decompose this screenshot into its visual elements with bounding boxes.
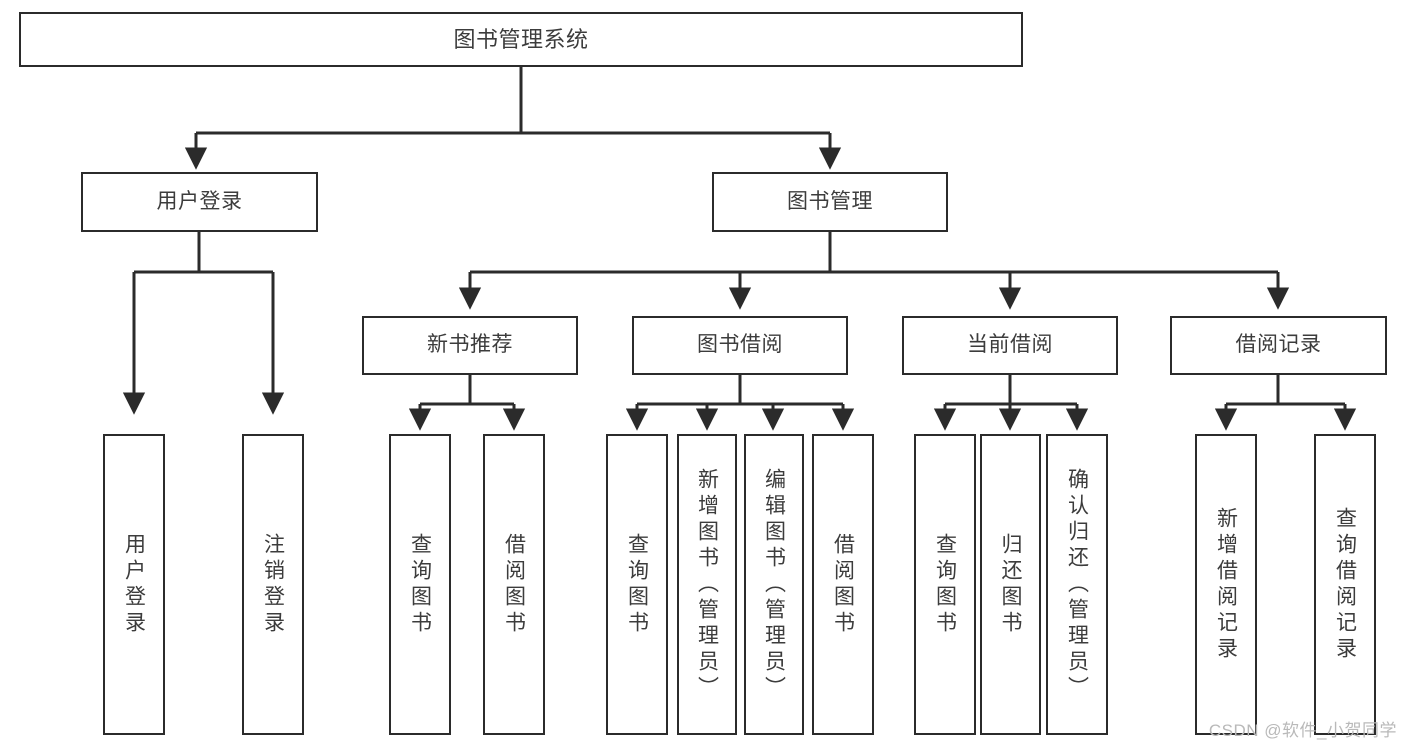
leaf-query-book-2-label: 查询图书 [625, 532, 649, 637]
leaf-query-record-label: 查询借阅记录 [1333, 506, 1357, 663]
leaf-borrow-book-1[interactable]: 借阅图书 [483, 434, 545, 735]
leaf-return-book-label: 归还图书 [999, 532, 1022, 637]
leaf-query-book-3-label: 查询图书 [933, 532, 957, 637]
leaf-query-book-1[interactable]: 查询图书 [389, 434, 451, 735]
node-new-book-recommend[interactable]: 新书推荐 [362, 316, 578, 375]
leaf-borrow-book-2-label: 借阅图书 [831, 532, 855, 637]
leaf-user-login[interactable]: 用户登录 [103, 434, 165, 735]
leaf-borrow-book-2[interactable]: 借阅图书 [812, 434, 874, 735]
leaf-query-book-2[interactable]: 查询图书 [606, 434, 668, 735]
node-root[interactable]: 图书管理系统 [19, 12, 1023, 67]
node-new-book-recommend-label: 新书推荐 [427, 333, 513, 357]
leaf-borrow-book-1-label: 借阅图书 [502, 532, 526, 637]
node-borrow-record[interactable]: 借阅记录 [1170, 316, 1387, 375]
leaf-user-login-label: 用户登录 [122, 532, 146, 637]
node-borrow-record-label: 借阅记录 [1235, 333, 1322, 357]
leaf-query-book-1-label: 查询图书 [408, 532, 432, 637]
node-user-login[interactable]: 用户登录 [81, 172, 318, 232]
leaf-confirm-return-label: 确认归还（管理员） [1065, 467, 1089, 702]
watermark: CSDN @软件_小贺同学 [1208, 721, 1397, 740]
node-current-borrow-label: 当前借阅 [967, 333, 1053, 357]
leaf-query-record[interactable]: 查询借阅记录 [1314, 434, 1376, 735]
node-book-management[interactable]: 图书管理 [712, 172, 948, 232]
leaf-user-logout[interactable]: 注销登录 [242, 434, 304, 735]
leaf-add-record[interactable]: 新增借阅记录 [1195, 434, 1257, 735]
leaf-edit-book-label: 编辑图书（管理员） [762, 467, 786, 702]
node-user-login-label: 用户登录 [156, 189, 243, 213]
node-root-label: 图书管理系统 [453, 26, 589, 52]
leaf-add-book[interactable]: 新增图书（管理员） [677, 434, 737, 735]
leaf-user-logout-label: 注销登录 [261, 532, 285, 637]
leaf-query-book-3[interactable]: 查询图书 [914, 434, 976, 735]
node-current-borrow[interactable]: 当前借阅 [902, 316, 1118, 375]
node-book-management-label: 图书管理 [787, 189, 873, 213]
leaf-edit-book[interactable]: 编辑图书（管理员） [744, 434, 804, 735]
node-book-borrow-label: 图书借阅 [697, 333, 783, 357]
leaf-confirm-return[interactable]: 确认归还（管理员） [1046, 434, 1108, 735]
leaf-return-book[interactable]: 归还图书 [980, 434, 1041, 735]
leaf-add-book-label: 新增图书（管理员） [695, 467, 719, 702]
node-book-borrow[interactable]: 图书借阅 [632, 316, 848, 375]
leaf-add-record-label: 新增借阅记录 [1214, 506, 1238, 663]
